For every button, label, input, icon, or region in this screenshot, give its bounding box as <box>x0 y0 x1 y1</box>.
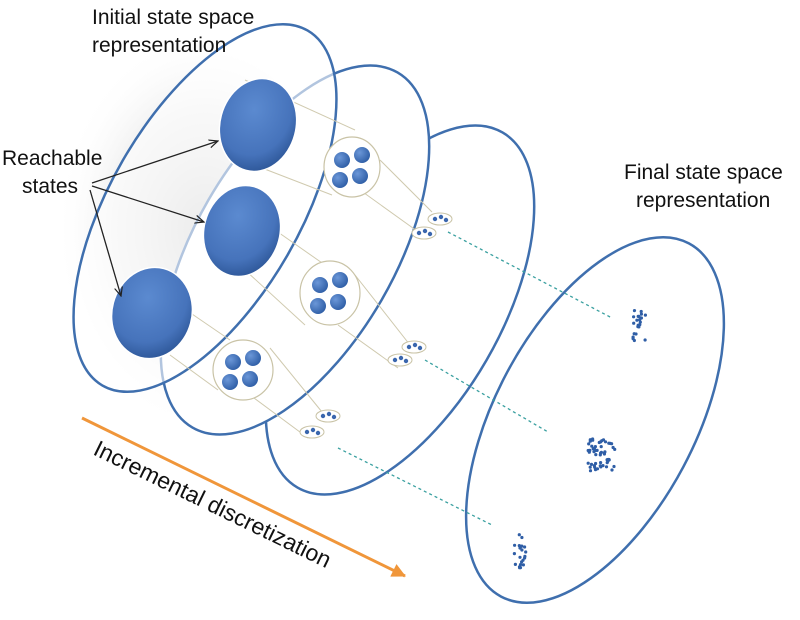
final-state-dot <box>597 440 601 445</box>
final-state-dot <box>601 464 605 468</box>
final-state-dot <box>603 440 608 444</box>
final-label-line1: Final state space <box>624 161 783 184</box>
final-state-dot <box>632 309 637 313</box>
final-state-dot <box>636 325 640 329</box>
final-state-dot <box>638 318 642 322</box>
reachable-label-line2: states <box>22 175 78 198</box>
final-state-dot <box>591 447 595 451</box>
final-state-dot <box>588 469 593 473</box>
final-state-dot <box>513 562 518 567</box>
reachable-states <box>110 77 298 360</box>
final-state-dot <box>588 439 592 443</box>
final-state-dot <box>638 323 642 327</box>
final-state-dot <box>636 314 640 318</box>
capsule-group <box>299 260 361 326</box>
final-state-dot <box>591 437 595 441</box>
tiny-capsule <box>401 340 427 354</box>
final-state-dot <box>639 309 643 314</box>
final-state-dot <box>588 465 592 469</box>
final-state-dot <box>635 318 639 322</box>
final-state-dot <box>521 558 525 562</box>
final-state-dot <box>520 548 524 552</box>
capsules-plane2 <box>212 136 381 401</box>
final-state-dot <box>606 457 610 462</box>
final-state-dot <box>586 461 590 465</box>
final-state-dot <box>632 321 636 325</box>
final-state-dot <box>595 467 600 471</box>
final-state-dot <box>608 441 612 445</box>
final-state-dot <box>587 442 591 446</box>
final-state-dot <box>611 445 615 450</box>
initial-label-line1: Initial state space <box>92 6 254 29</box>
reachable-state-disc <box>218 77 298 173</box>
final-state-dot <box>643 338 647 342</box>
capsule-group <box>212 339 274 401</box>
capsule-group <box>323 136 381 198</box>
incremental-arrow <box>81 416 406 578</box>
final-state-dot <box>523 556 527 560</box>
reachable-pointer-arrows <box>89 141 218 296</box>
final-state-dot <box>520 535 524 540</box>
final-state-dot <box>610 468 614 472</box>
final-state-dot <box>593 448 598 453</box>
final-state-dot <box>592 464 597 468</box>
tiny-capsule <box>315 409 341 423</box>
projection-line <box>337 447 493 526</box>
capsules-plane3 <box>299 212 453 439</box>
pointer-arrow <box>91 141 218 184</box>
final-state-dot <box>521 563 526 567</box>
final-label-line2: representation <box>636 189 770 212</box>
final-dot-clusters <box>512 309 648 570</box>
final-state-dot <box>599 450 604 454</box>
final-state-dot <box>599 445 603 449</box>
final-state-dot <box>643 313 648 317</box>
tiny-capsule <box>299 425 325 439</box>
final-state-dot <box>513 543 517 547</box>
final-state-dot <box>639 312 644 316</box>
final-state-dot <box>599 461 603 465</box>
tiny-capsule <box>387 353 413 367</box>
final-state-dot <box>518 555 522 559</box>
final-state-dot <box>588 448 592 452</box>
final-state-dot <box>631 337 635 341</box>
final-state-dot <box>512 552 517 556</box>
tiny-capsule <box>427 212 453 226</box>
final-state-dot <box>518 566 522 570</box>
final-state-dot <box>612 464 616 469</box>
final-state-dot <box>632 332 636 336</box>
final-state-dot <box>600 439 604 443</box>
reachable-label-line1: Reachable <box>2 147 102 170</box>
final-state-dot <box>632 315 636 319</box>
final-state-dot <box>518 546 522 550</box>
final-state-dot <box>590 444 594 448</box>
reachable-state-disc <box>110 266 194 360</box>
pointer-arrow <box>89 189 121 296</box>
initial-label-line2: representation <box>92 34 226 57</box>
final-state-dot <box>589 462 594 466</box>
projection-line <box>447 231 613 319</box>
final-state-plane <box>464 236 726 604</box>
projection-lines <box>337 231 613 526</box>
final-state-dot <box>524 550 528 554</box>
final-state-dot <box>517 533 521 537</box>
final-state-dot <box>594 453 598 457</box>
final-state-dot <box>602 452 607 456</box>
final-state-dot <box>604 465 609 469</box>
pointer-arrow <box>91 185 204 222</box>
final-state-dot <box>638 320 642 324</box>
final-state-dot <box>523 545 527 549</box>
tiny-capsule <box>411 226 437 240</box>
